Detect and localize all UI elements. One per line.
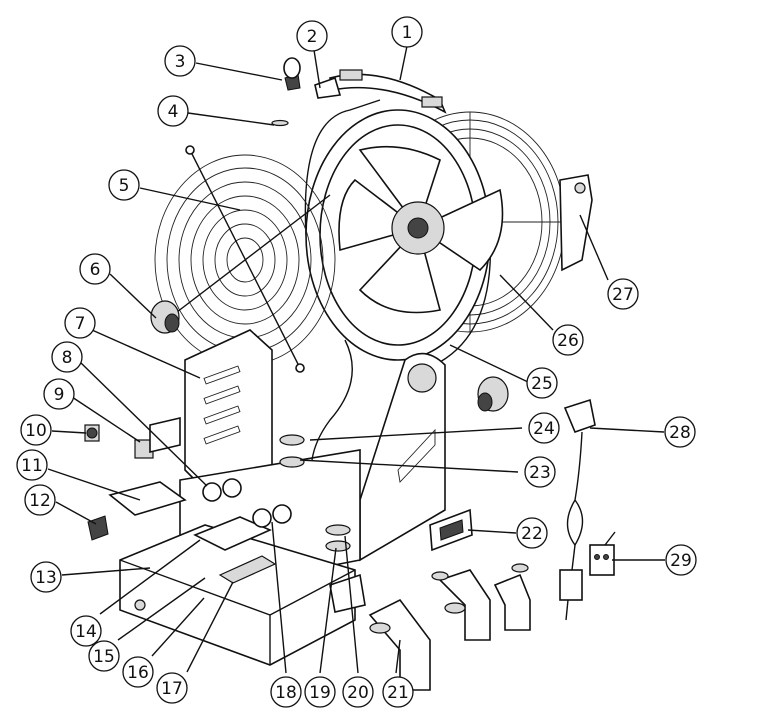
yoke-right-plate (359, 352, 446, 562)
callout-8: 8 (51, 341, 83, 373)
callout-6: 6 (79, 253, 111, 285)
front-wire-guard (154, 145, 336, 373)
svg-text:7: 7 (75, 314, 86, 334)
svg-text:11: 11 (21, 456, 43, 476)
svg-text:12: 12 (29, 491, 51, 511)
svg-text:19: 19 (309, 683, 331, 703)
svg-text:3: 3 (175, 52, 186, 72)
callout-12: 12 (24, 484, 56, 516)
power-cable (559, 398, 596, 621)
callout-3: 3 (164, 45, 196, 77)
side-knobs (150, 300, 509, 412)
svg-text:15: 15 (93, 647, 115, 667)
remote-receiver (589, 531, 616, 576)
svg-text:9: 9 (54, 385, 65, 405)
svg-text:29: 29 (670, 551, 692, 571)
svg-text:25: 25 (531, 374, 553, 394)
callout-5: 5 (108, 169, 140, 201)
svg-text:26: 26 (557, 331, 579, 351)
svg-text:4: 4 (168, 102, 179, 122)
svg-text:17: 17 (161, 679, 183, 699)
callout-1: 1 (391, 16, 423, 48)
callout-16: 16 (122, 656, 154, 688)
svg-text:14: 14 (75, 622, 97, 642)
mounting-clamps (368, 563, 531, 691)
svg-text:5: 5 (119, 176, 130, 196)
callout-13: 13 (30, 561, 62, 593)
svg-text:27: 27 (612, 285, 634, 305)
svg-text:2: 2 (307, 27, 318, 47)
callout-4: 4 (157, 95, 189, 127)
svg-text:10: 10 (25, 421, 47, 441)
callout-17: 17 (156, 672, 188, 704)
callout-group: 1 2 3 4 5 6 7 8 9 10 11 12 13 14 15 16 1… (16, 16, 697, 708)
top-handle (271, 57, 447, 127)
callout-24: 24 (528, 412, 560, 444)
callout-20: 20 (342, 676, 374, 708)
callout-23: 23 (524, 456, 556, 488)
callout-21: 21 (382, 676, 414, 708)
callout-10: 10 (20, 414, 52, 446)
svg-text:28: 28 (669, 423, 691, 443)
svg-text:24: 24 (533, 419, 555, 439)
callout-28: 28 (664, 416, 696, 448)
rear-bracket (559, 174, 593, 272)
label-plate (429, 508, 473, 552)
loose-parts-left (84, 416, 187, 541)
callout-26: 26 (552, 324, 584, 356)
callout-2: 2 (296, 20, 328, 52)
callout-29: 29 (665, 544, 697, 576)
svg-text:1: 1 (402, 23, 413, 43)
base-connectors (202, 339, 353, 552)
callout-14: 14 (70, 615, 102, 647)
callout-11: 11 (16, 449, 48, 481)
leader-lines (47, 45, 665, 674)
svg-text:6: 6 (90, 260, 101, 280)
svg-text:18: 18 (275, 683, 297, 703)
callout-25: 25 (526, 367, 558, 399)
fan-blades (338, 145, 504, 314)
callout-18: 18 (270, 676, 302, 708)
callout-27: 27 (607, 278, 639, 310)
callout-9: 9 (43, 378, 75, 410)
svg-text:8: 8 (62, 348, 73, 368)
svg-text:20: 20 (347, 683, 369, 703)
callout-22: 22 (516, 517, 548, 549)
callout-15: 15 (88, 640, 120, 672)
svg-text:16: 16 (127, 663, 149, 683)
svg-text:23: 23 (529, 463, 551, 483)
svg-text:21: 21 (387, 683, 409, 703)
callout-19: 19 (304, 676, 336, 708)
yoke-left-plate (184, 329, 273, 491)
callout-7: 7 (64, 307, 96, 339)
svg-text:22: 22 (521, 524, 543, 544)
svg-text:13: 13 (35, 568, 57, 588)
